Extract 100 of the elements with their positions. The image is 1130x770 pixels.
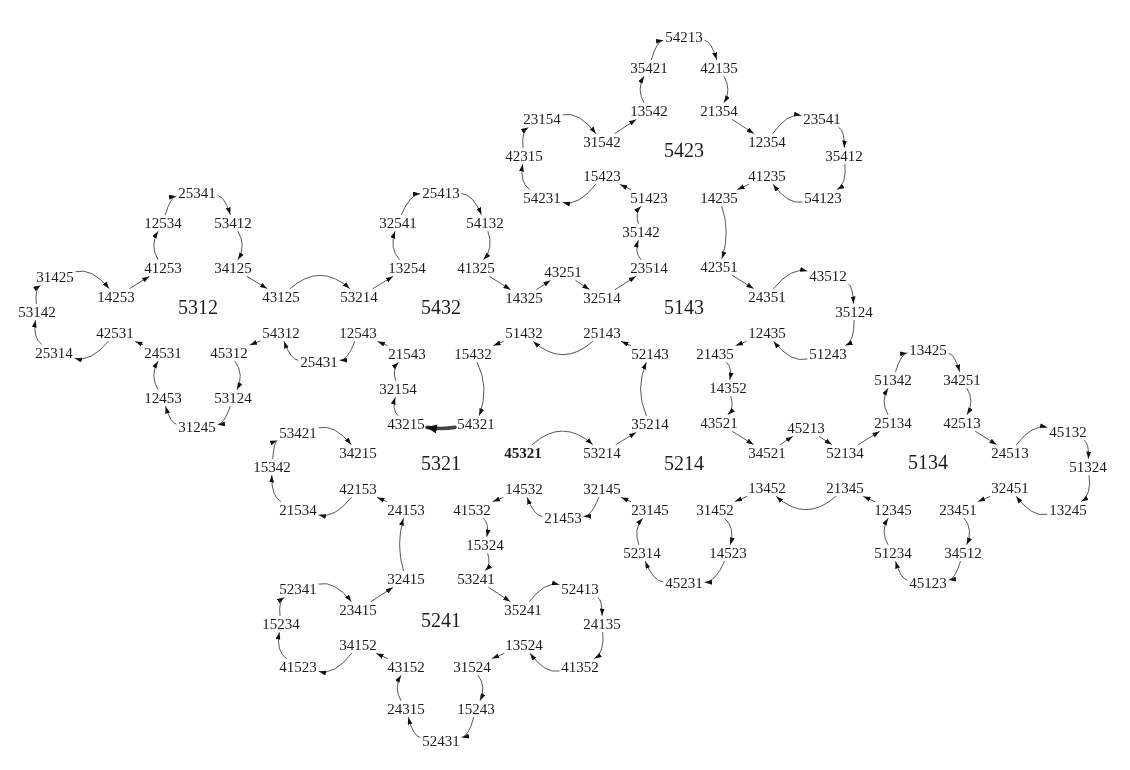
- node-label: 31542: [583, 135, 621, 149]
- node-label: 35421: [630, 61, 668, 75]
- node-label: 12534: [144, 216, 182, 230]
- node-label: 24351: [748, 290, 786, 304]
- node-label: 42531: [96, 326, 134, 340]
- node-label: 32541: [379, 216, 417, 230]
- group-label: 5321: [421, 453, 461, 473]
- node-label: 41352: [561, 660, 599, 674]
- node-label: 52143: [631, 347, 669, 361]
- arrow: [377, 341, 388, 347]
- node-label: 45312: [210, 346, 248, 360]
- node-label: 34125: [214, 261, 252, 275]
- node-label: 23145: [631, 503, 669, 517]
- node-label: 43215: [387, 417, 425, 431]
- node-label: 14325: [505, 291, 543, 305]
- node-label: 13245: [1049, 503, 1087, 517]
- node-label: 24513: [991, 446, 1029, 460]
- node-label: 14352: [709, 381, 747, 395]
- node-label: 54312: [262, 326, 300, 340]
- node-label: 41253: [144, 261, 182, 275]
- node-label: 42315: [505, 149, 543, 163]
- node-label: 34512: [944, 546, 982, 560]
- node-label: 14523: [709, 546, 747, 560]
- node-label: 13425: [909, 343, 947, 357]
- node-label: 54321: [457, 417, 495, 431]
- node-label: 24135: [583, 617, 621, 631]
- node-label: 53412: [214, 216, 252, 230]
- node-label: 13452: [748, 481, 786, 495]
- node-label: 51324: [1069, 460, 1107, 474]
- node-label: 35214: [631, 417, 669, 431]
- node-label: 23154: [523, 112, 561, 126]
- node-label: 23541: [803, 112, 841, 126]
- node-label: 23451: [939, 503, 977, 517]
- node-label: 54231: [523, 191, 561, 205]
- node-label: 51423: [630, 191, 668, 205]
- node-label: 52431: [422, 734, 460, 748]
- node-label: 54123: [804, 191, 842, 205]
- node-label: 15234: [262, 617, 300, 631]
- node-label: 14532: [505, 482, 543, 496]
- node-label: 53142: [18, 305, 56, 319]
- node-label: 35142: [622, 225, 660, 239]
- node-label: 34251: [943, 373, 981, 387]
- node-label: 14253: [97, 290, 135, 304]
- node-label: 31245: [178, 420, 216, 434]
- node-label: 21435: [696, 347, 734, 361]
- node-label: 21354: [700, 104, 738, 118]
- node-label: 35241: [504, 603, 542, 617]
- node-label: 24531: [144, 346, 182, 360]
- node-label: 32145: [583, 482, 621, 496]
- group-label: 5432: [421, 297, 461, 317]
- node-label: 35412: [825, 149, 863, 163]
- node-label: 53214: [340, 290, 378, 304]
- node-label: 32154: [379, 382, 417, 396]
- node-label: 54213: [665, 30, 703, 44]
- node-label: 25341: [178, 186, 216, 200]
- group-label: 5134: [908, 452, 948, 472]
- node-label: 52413: [561, 582, 599, 596]
- node-label: 35124: [835, 305, 873, 319]
- node-label: 45123: [909, 576, 947, 590]
- node-label: 53124: [214, 391, 252, 405]
- node-label: 43152: [387, 660, 425, 674]
- node-label: 24153: [387, 503, 425, 517]
- node-label: 12435: [748, 326, 786, 340]
- node-label: 13254: [388, 261, 426, 275]
- node-label: 15324: [466, 538, 504, 552]
- node-label: 23415: [339, 603, 377, 617]
- node-label: 43251: [544, 265, 582, 279]
- node-label: 21543: [388, 347, 426, 361]
- node-label: 12345: [874, 503, 912, 517]
- node-label: 42153: [339, 482, 377, 496]
- node-label: 51243: [809, 347, 847, 361]
- node-label: 45231: [665, 576, 703, 590]
- node-label: 15342: [253, 460, 291, 474]
- group-label: 5214: [664, 453, 704, 473]
- node-label: 52341: [279, 582, 317, 596]
- node-label: 53421: [279, 426, 317, 440]
- node-label: 31425: [36, 270, 74, 284]
- node-label: 41325: [457, 261, 495, 275]
- node-label: 12453: [144, 391, 182, 405]
- node-label: 21534: [279, 503, 317, 517]
- node-label: 42135: [700, 61, 738, 75]
- node-label: 15243: [457, 702, 495, 716]
- node-label: 32415: [387, 572, 425, 586]
- node-label: 14235: [700, 191, 738, 205]
- node-label: 21453: [544, 511, 582, 525]
- arrow: [493, 340, 504, 346]
- node-label: 34521: [748, 446, 786, 460]
- node-label: 53241: [457, 572, 495, 586]
- arrow: [134, 341, 144, 347]
- arrow: [425, 424, 457, 434]
- node-label: 25431: [300, 355, 338, 369]
- node-label: 12543: [339, 326, 377, 340]
- node-label: 25314: [35, 346, 73, 360]
- node-label: 21345: [826, 481, 864, 495]
- group-label: 5143: [664, 297, 704, 317]
- node-label: 45321: [504, 446, 542, 460]
- node-label: 52134: [826, 446, 864, 460]
- node-label: 34215: [339, 446, 377, 460]
- node-label: 53214: [583, 446, 621, 460]
- node-label: 43521: [700, 416, 738, 430]
